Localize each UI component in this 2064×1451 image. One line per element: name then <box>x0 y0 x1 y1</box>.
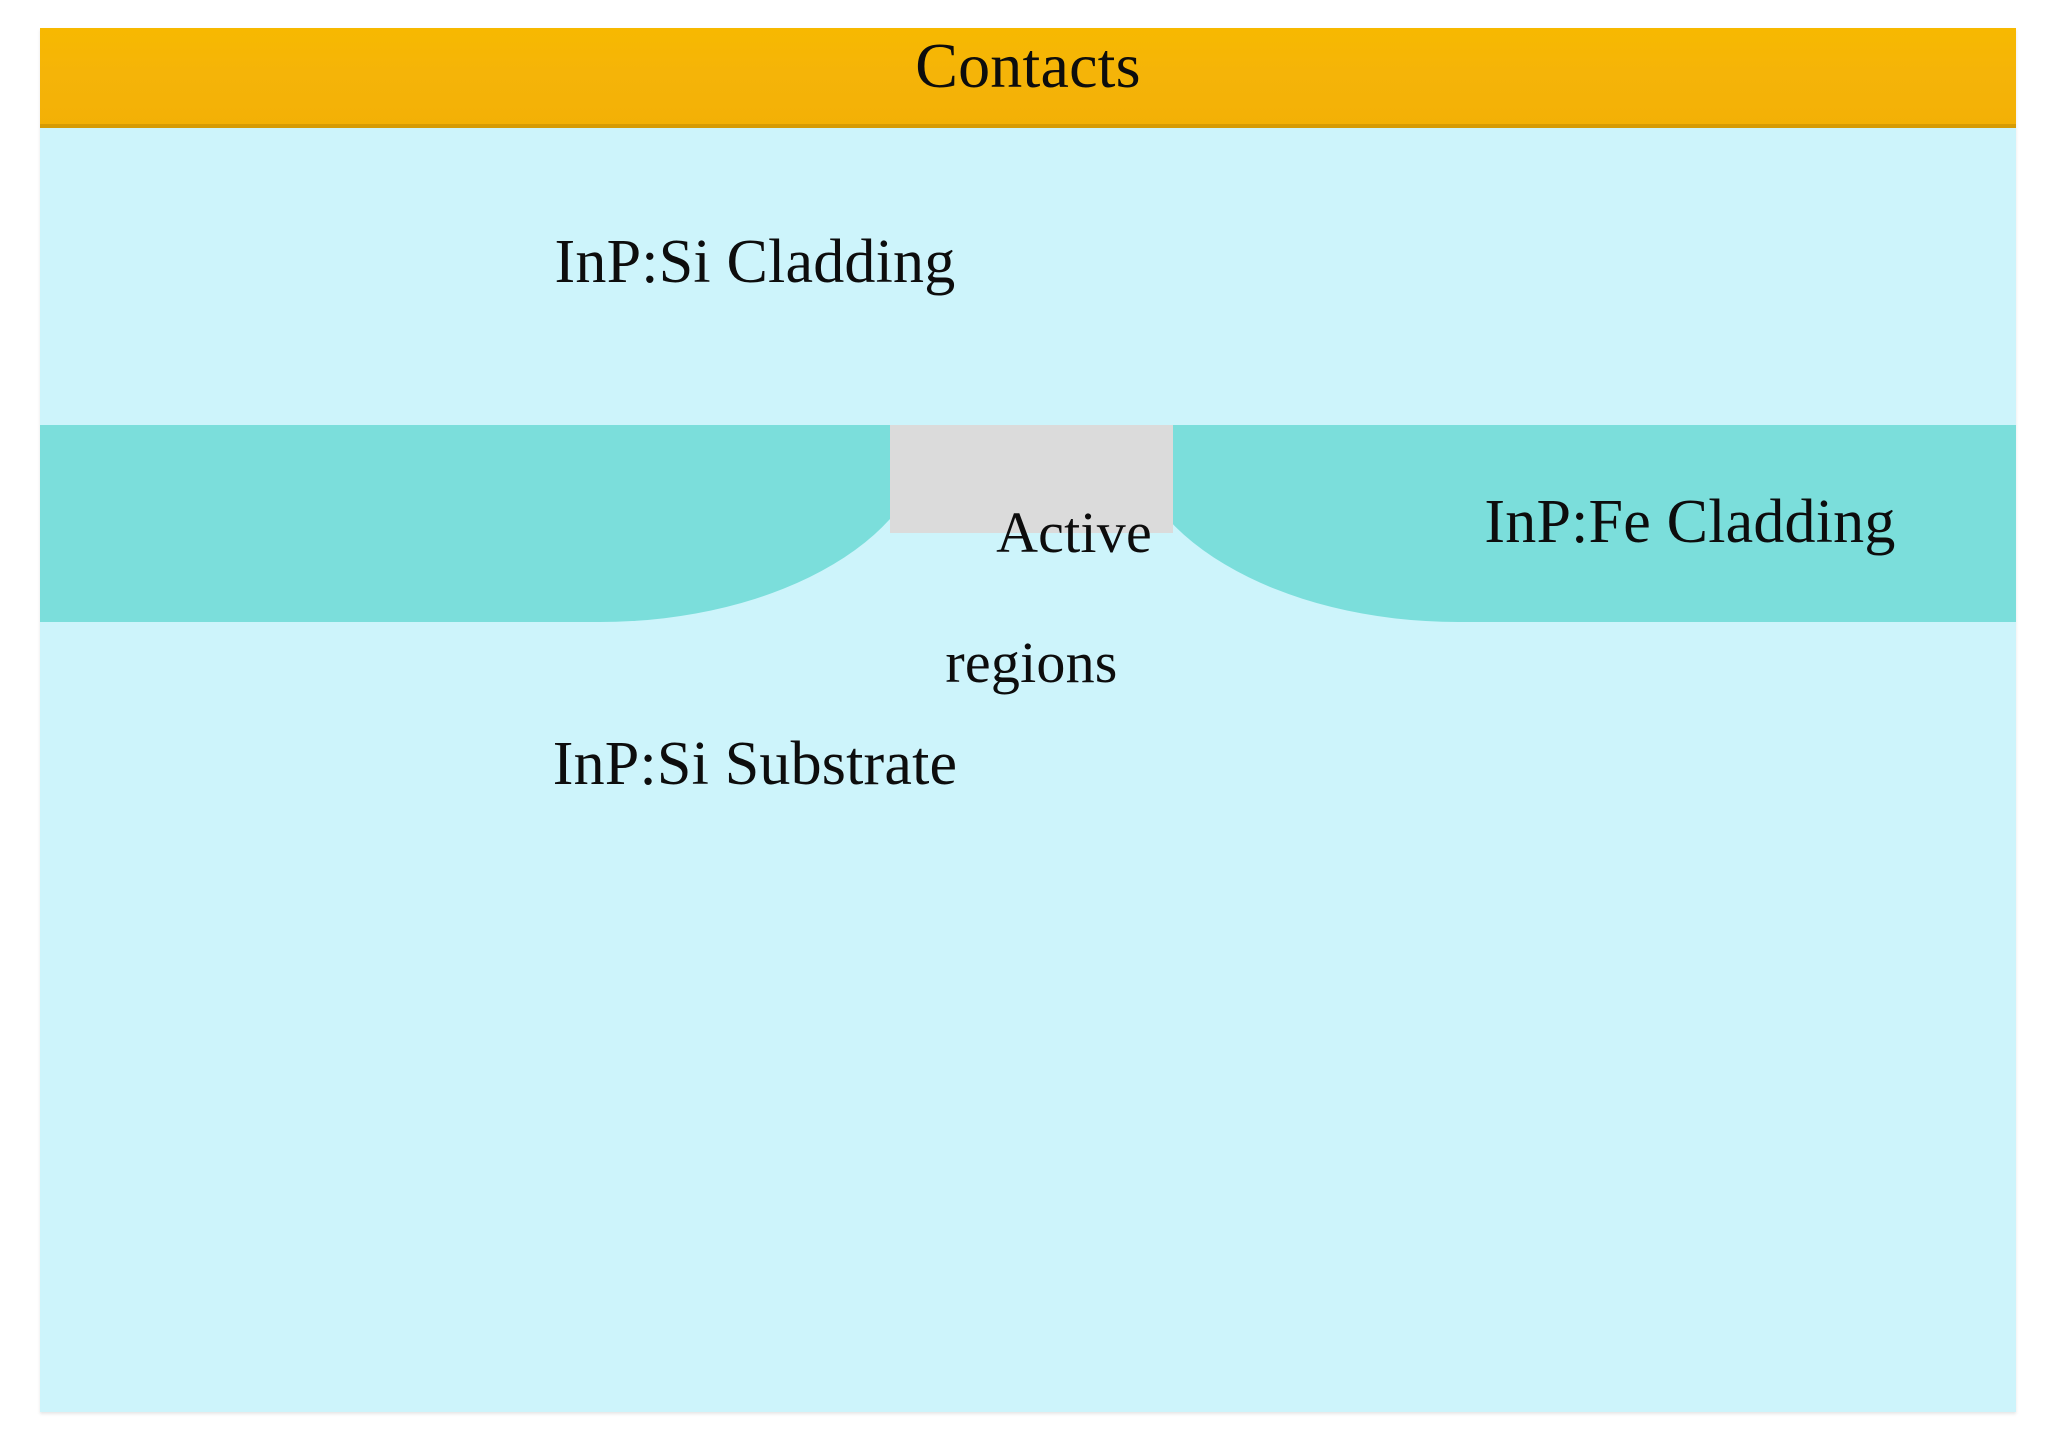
label-active-region-line1: Active <box>996 499 1152 565</box>
active-region-stripe <box>890 425 1173 533</box>
fe-cladding-block-left <box>40 425 930 622</box>
layer-stack: Contacts InP:Si Cladding Active regions … <box>40 28 2016 1412</box>
fe-cladding-block-right <box>1128 425 2016 622</box>
label-fe-cladding: InP:Fe Cladding <box>1484 488 1896 556</box>
label-active-region: Active regions <box>890 442 1173 815</box>
label-contacts: Contacts <box>915 30 1141 101</box>
layer-substrate <box>40 622 2016 1412</box>
layer-top-cladding <box>40 128 2016 425</box>
label-top-cladding: InP:Si Cladding <box>554 228 956 296</box>
label-substrate: InP:Si Substrate <box>552 730 958 798</box>
label-active-region-line2: regions <box>945 629 1118 695</box>
layer-fe-cladding <box>40 425 2016 622</box>
layer-contacts <box>40 28 2016 128</box>
